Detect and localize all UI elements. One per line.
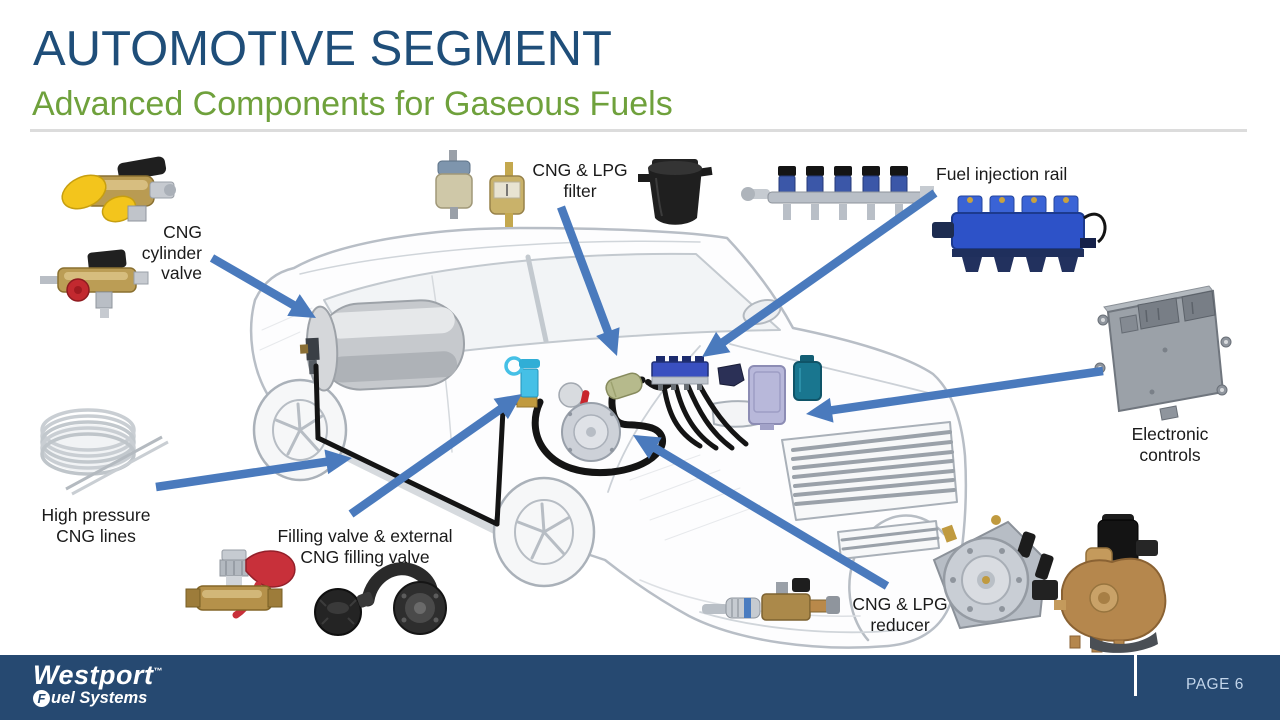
bay-connector xyxy=(717,363,745,387)
black-filter-photo xyxy=(638,159,713,225)
footer-divider xyxy=(1134,655,1137,696)
westport-wordmark: Westport™ xyxy=(33,660,164,690)
bay-reducer xyxy=(558,382,621,462)
bay-ecu xyxy=(748,365,786,430)
fuel-systems-logo-icon: F xyxy=(33,690,50,707)
cng-cylinder-tank xyxy=(299,299,466,392)
blue-rail-photo xyxy=(932,195,1107,272)
cng-lpg-filter-photo xyxy=(435,150,525,227)
bay-filter xyxy=(605,372,643,400)
label-cng-lpg-filter: CNG & LPG filter xyxy=(532,160,628,201)
page-number: PAGE 6 xyxy=(1186,676,1244,693)
bay-canister xyxy=(793,355,822,401)
label-cng-lpg-reducer: CNG & LPG reducer xyxy=(852,594,948,635)
ecu-photo xyxy=(1094,285,1232,421)
label-filling-valve: Filling valve & external CNG filling val… xyxy=(277,526,453,567)
label-fuel-injection-rail: Fuel injection rail xyxy=(936,164,1068,184)
label-electronic-controls: Electronic controls xyxy=(1131,424,1209,465)
bay-injector-rail xyxy=(651,356,709,390)
header-rule xyxy=(30,129,1247,132)
page-subtitle: Advanced Components for Gaseous Fuels xyxy=(32,85,673,123)
injector-rail-photo xyxy=(741,166,934,220)
reducer-valve-photo xyxy=(702,578,840,621)
filling-valve-photo xyxy=(185,549,296,619)
bay-filling-valve xyxy=(504,356,540,408)
external-filling-valve-photo xyxy=(314,562,447,636)
reducer-brass-photo xyxy=(1054,514,1167,653)
cng-lines-photo xyxy=(40,408,169,496)
label-cng-cylinder-valve: CNG cylinder valve xyxy=(141,222,202,284)
trademark-symbol: ™ xyxy=(153,666,164,676)
page-title: AUTOMOTIVE SEGMENT xyxy=(33,22,612,76)
cng-cylinder-valve-photo xyxy=(40,156,176,318)
reducer-silver-photo xyxy=(932,515,1058,630)
label-high-pressure-cng-lines: High pressure CNG lines xyxy=(41,505,151,546)
